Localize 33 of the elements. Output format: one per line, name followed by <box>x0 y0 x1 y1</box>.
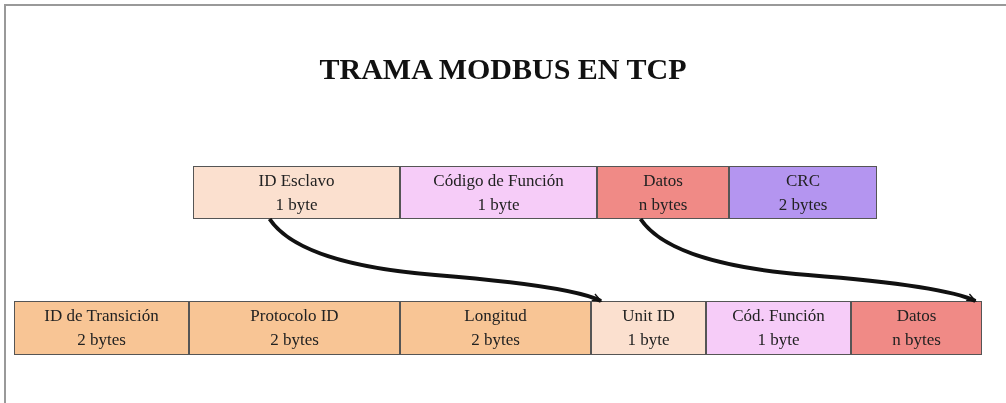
field-size: 1 byte <box>275 193 318 216</box>
field-name: Cód. Función <box>732 305 825 327</box>
field-size: 2 bytes <box>270 329 319 351</box>
field-name: Unit ID <box>622 305 675 327</box>
field-name: ID Esclavo <box>258 169 335 192</box>
frame-field <box>591 301 706 355</box>
field-size: n bytes <box>638 193 688 216</box>
arrow <box>268 217 602 303</box>
frame-field <box>189 301 400 355</box>
field-name: Protocolo ID <box>250 305 339 327</box>
field-size: n bytes <box>892 329 941 351</box>
field-name: Longitud <box>464 305 527 327</box>
field-name: Código de Función <box>433 169 564 192</box>
frame-field <box>400 166 597 219</box>
field-name: Datos <box>896 305 937 327</box>
frame-field <box>14 301 189 355</box>
frame-field <box>706 301 851 355</box>
title: TRAMA MODBUS EN TCP <box>318 52 688 86</box>
field-size: 1 byte <box>757 329 800 351</box>
field-name: Datos <box>643 169 683 192</box>
frame-field <box>851 301 982 355</box>
field-size: 2 bytes <box>471 329 520 351</box>
field-size: 2 bytes <box>77 329 126 351</box>
frame-field <box>400 301 591 355</box>
frame-field <box>729 166 877 219</box>
field-name: CRC <box>786 169 820 192</box>
field-size: 2 bytes <box>778 193 828 216</box>
field-name: ID de Transición <box>44 305 159 327</box>
frame-field <box>193 166 400 219</box>
field-size: 1 byte <box>477 193 520 216</box>
field-size: 1 byte <box>627 329 670 351</box>
frame-field <box>597 166 729 219</box>
arrow <box>639 217 977 303</box>
